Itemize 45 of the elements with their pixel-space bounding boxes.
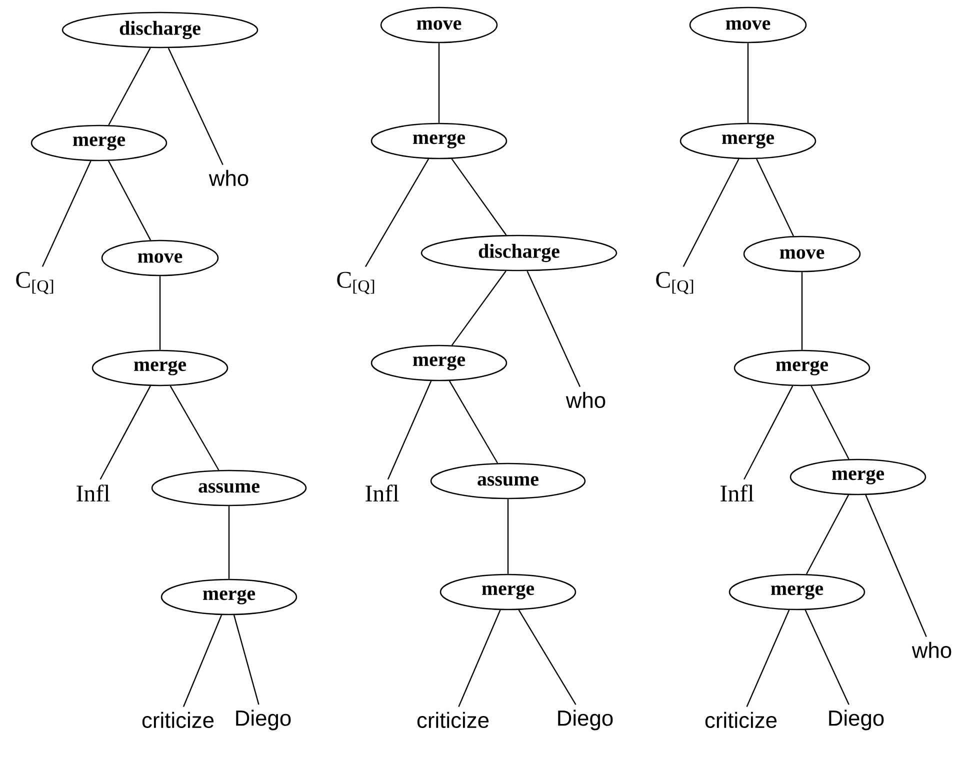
leaf-label: criticize xyxy=(417,712,489,728)
tree-branch xyxy=(233,614,260,705)
tree-branch xyxy=(810,386,850,460)
tree-branch xyxy=(458,610,501,707)
leaf-label: C$_{[Q]}$ xyxy=(337,272,374,294)
tree-branch xyxy=(744,386,794,480)
leaf-label: who xyxy=(912,642,952,658)
tree-branch xyxy=(159,276,161,350)
leaf-label: who xyxy=(208,170,248,186)
tree-branch xyxy=(865,494,927,637)
tree-branch xyxy=(168,48,224,166)
tree-branch xyxy=(747,43,749,123)
tree-branch xyxy=(365,158,430,267)
tree-branch xyxy=(746,610,790,707)
leaf-label: C$_{[Q]}$ xyxy=(16,272,54,294)
leaf-label: Infl xyxy=(76,484,110,502)
leaf-label: Diego xyxy=(829,710,884,730)
tree-branch xyxy=(801,272,803,350)
tree-branch xyxy=(182,614,222,707)
tree-branch xyxy=(451,270,506,346)
tree-branch xyxy=(387,380,432,480)
leaf-label: Infl xyxy=(720,484,754,502)
leaf-label: who xyxy=(566,392,606,408)
tree-branch xyxy=(518,610,576,705)
leaf-label: Infl xyxy=(366,484,399,502)
tree-branch xyxy=(438,43,440,123)
tree-branch xyxy=(526,270,581,387)
tree-branch xyxy=(507,499,509,574)
tree-branch xyxy=(42,160,92,267)
leaf-label: Diego xyxy=(558,710,613,730)
tree-branch xyxy=(448,380,498,464)
leaf-label: Diego xyxy=(236,710,291,730)
leaf-label: criticize xyxy=(705,712,777,728)
tree-branch xyxy=(804,610,850,705)
tree-branch xyxy=(451,158,507,236)
tree-branch xyxy=(806,494,849,574)
tree-branch xyxy=(170,386,220,470)
leaf-label: C$_{[Q]}$ xyxy=(656,272,694,294)
tree-branch xyxy=(108,160,152,240)
tree-branch xyxy=(682,158,740,267)
leaf-label: criticize xyxy=(142,712,214,728)
tree-branch xyxy=(228,506,230,579)
tree-branch xyxy=(108,48,151,126)
tree-branch xyxy=(100,386,151,480)
tree-branch xyxy=(756,158,794,236)
